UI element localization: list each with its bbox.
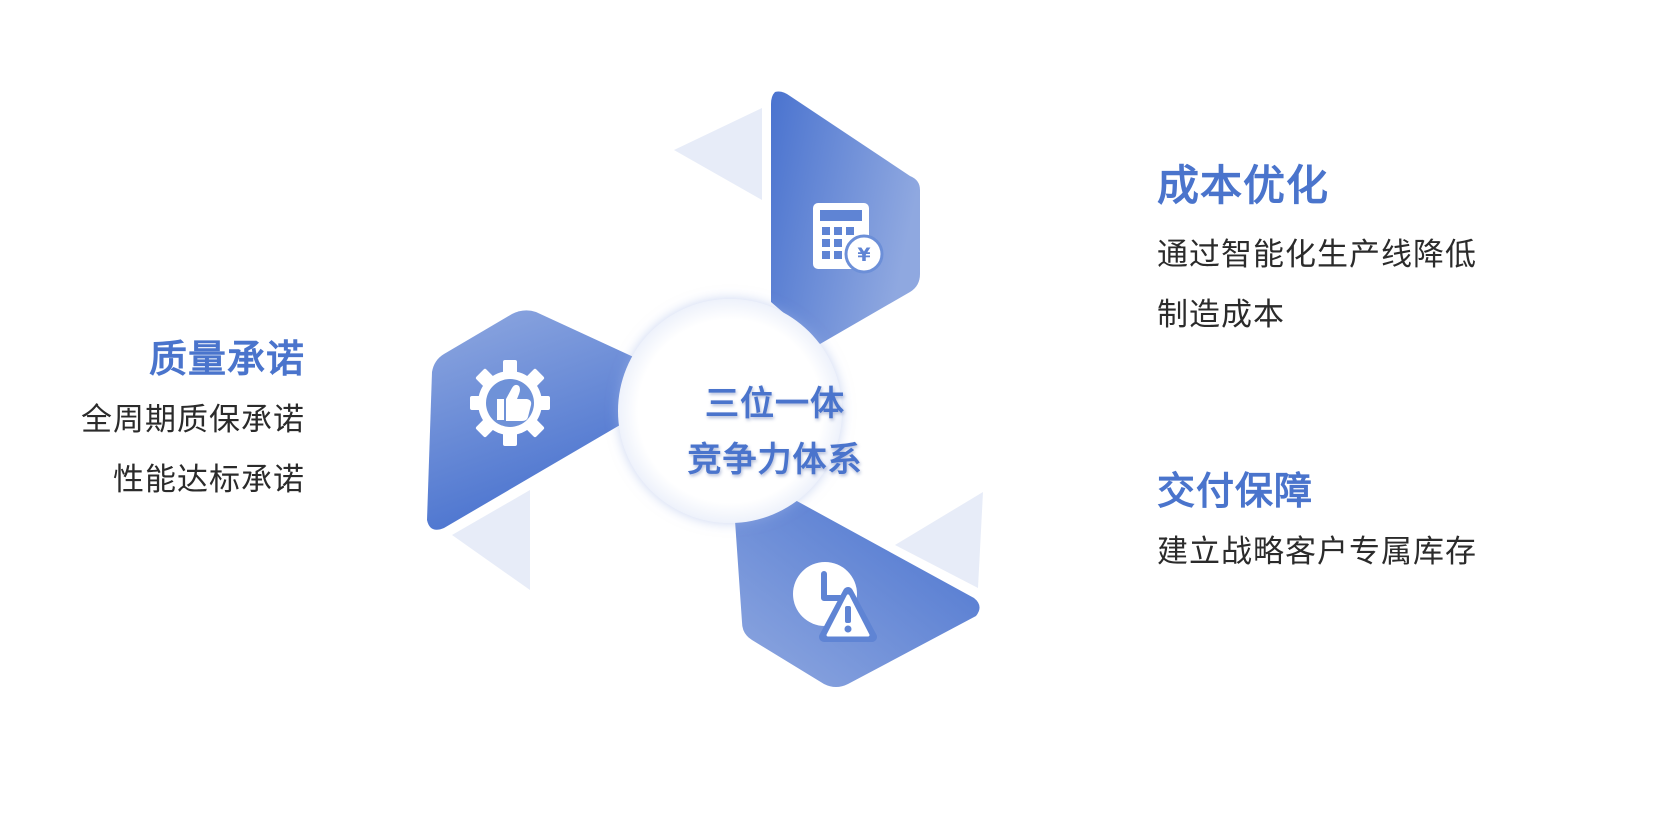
svg-text:¥: ¥ <box>857 244 870 266</box>
cost-description: 通过智能化生产线降低 制造成本 <box>1157 225 1477 345</box>
quality-desc-line1: 全周期质保承诺 <box>81 402 305 438</box>
shadow-triangle-left <box>452 490 530 590</box>
center-label-line1: 三位一体 <box>705 384 845 424</box>
delivery-desc-line1: 建立战略客户专属库存 <box>1157 534 1477 570</box>
center-label: 三位一体 竞争力体系 <box>650 376 900 488</box>
center-circle <box>618 299 842 523</box>
calculator-yen-icon: ¥ <box>813 203 884 274</box>
quality-title: 质量承诺 <box>148 337 305 381</box>
shadow-triangle-right <box>895 492 983 588</box>
clock-warning-icon <box>793 562 877 642</box>
shadow-triangle-top <box>674 108 762 200</box>
quality-desc-line2: 性能达标承诺 <box>113 462 305 498</box>
delivery-description: 建立战略客户专属库存 <box>1157 522 1477 582</box>
cost-title: 成本优化 <box>1157 161 1330 210</box>
gear-thumbs-up-icon <box>470 360 550 446</box>
delivery-title: 交付保障 <box>1157 469 1314 513</box>
cost-desc-line1: 通过智能化生产线降低 <box>1157 237 1477 273</box>
center-label-line2: 竞争力体系 <box>687 440 863 480</box>
quality-description: 全周期质保承诺 性能达标承诺 <box>81 390 305 510</box>
cost-desc-line2: 制造成本 <box>1157 297 1285 333</box>
